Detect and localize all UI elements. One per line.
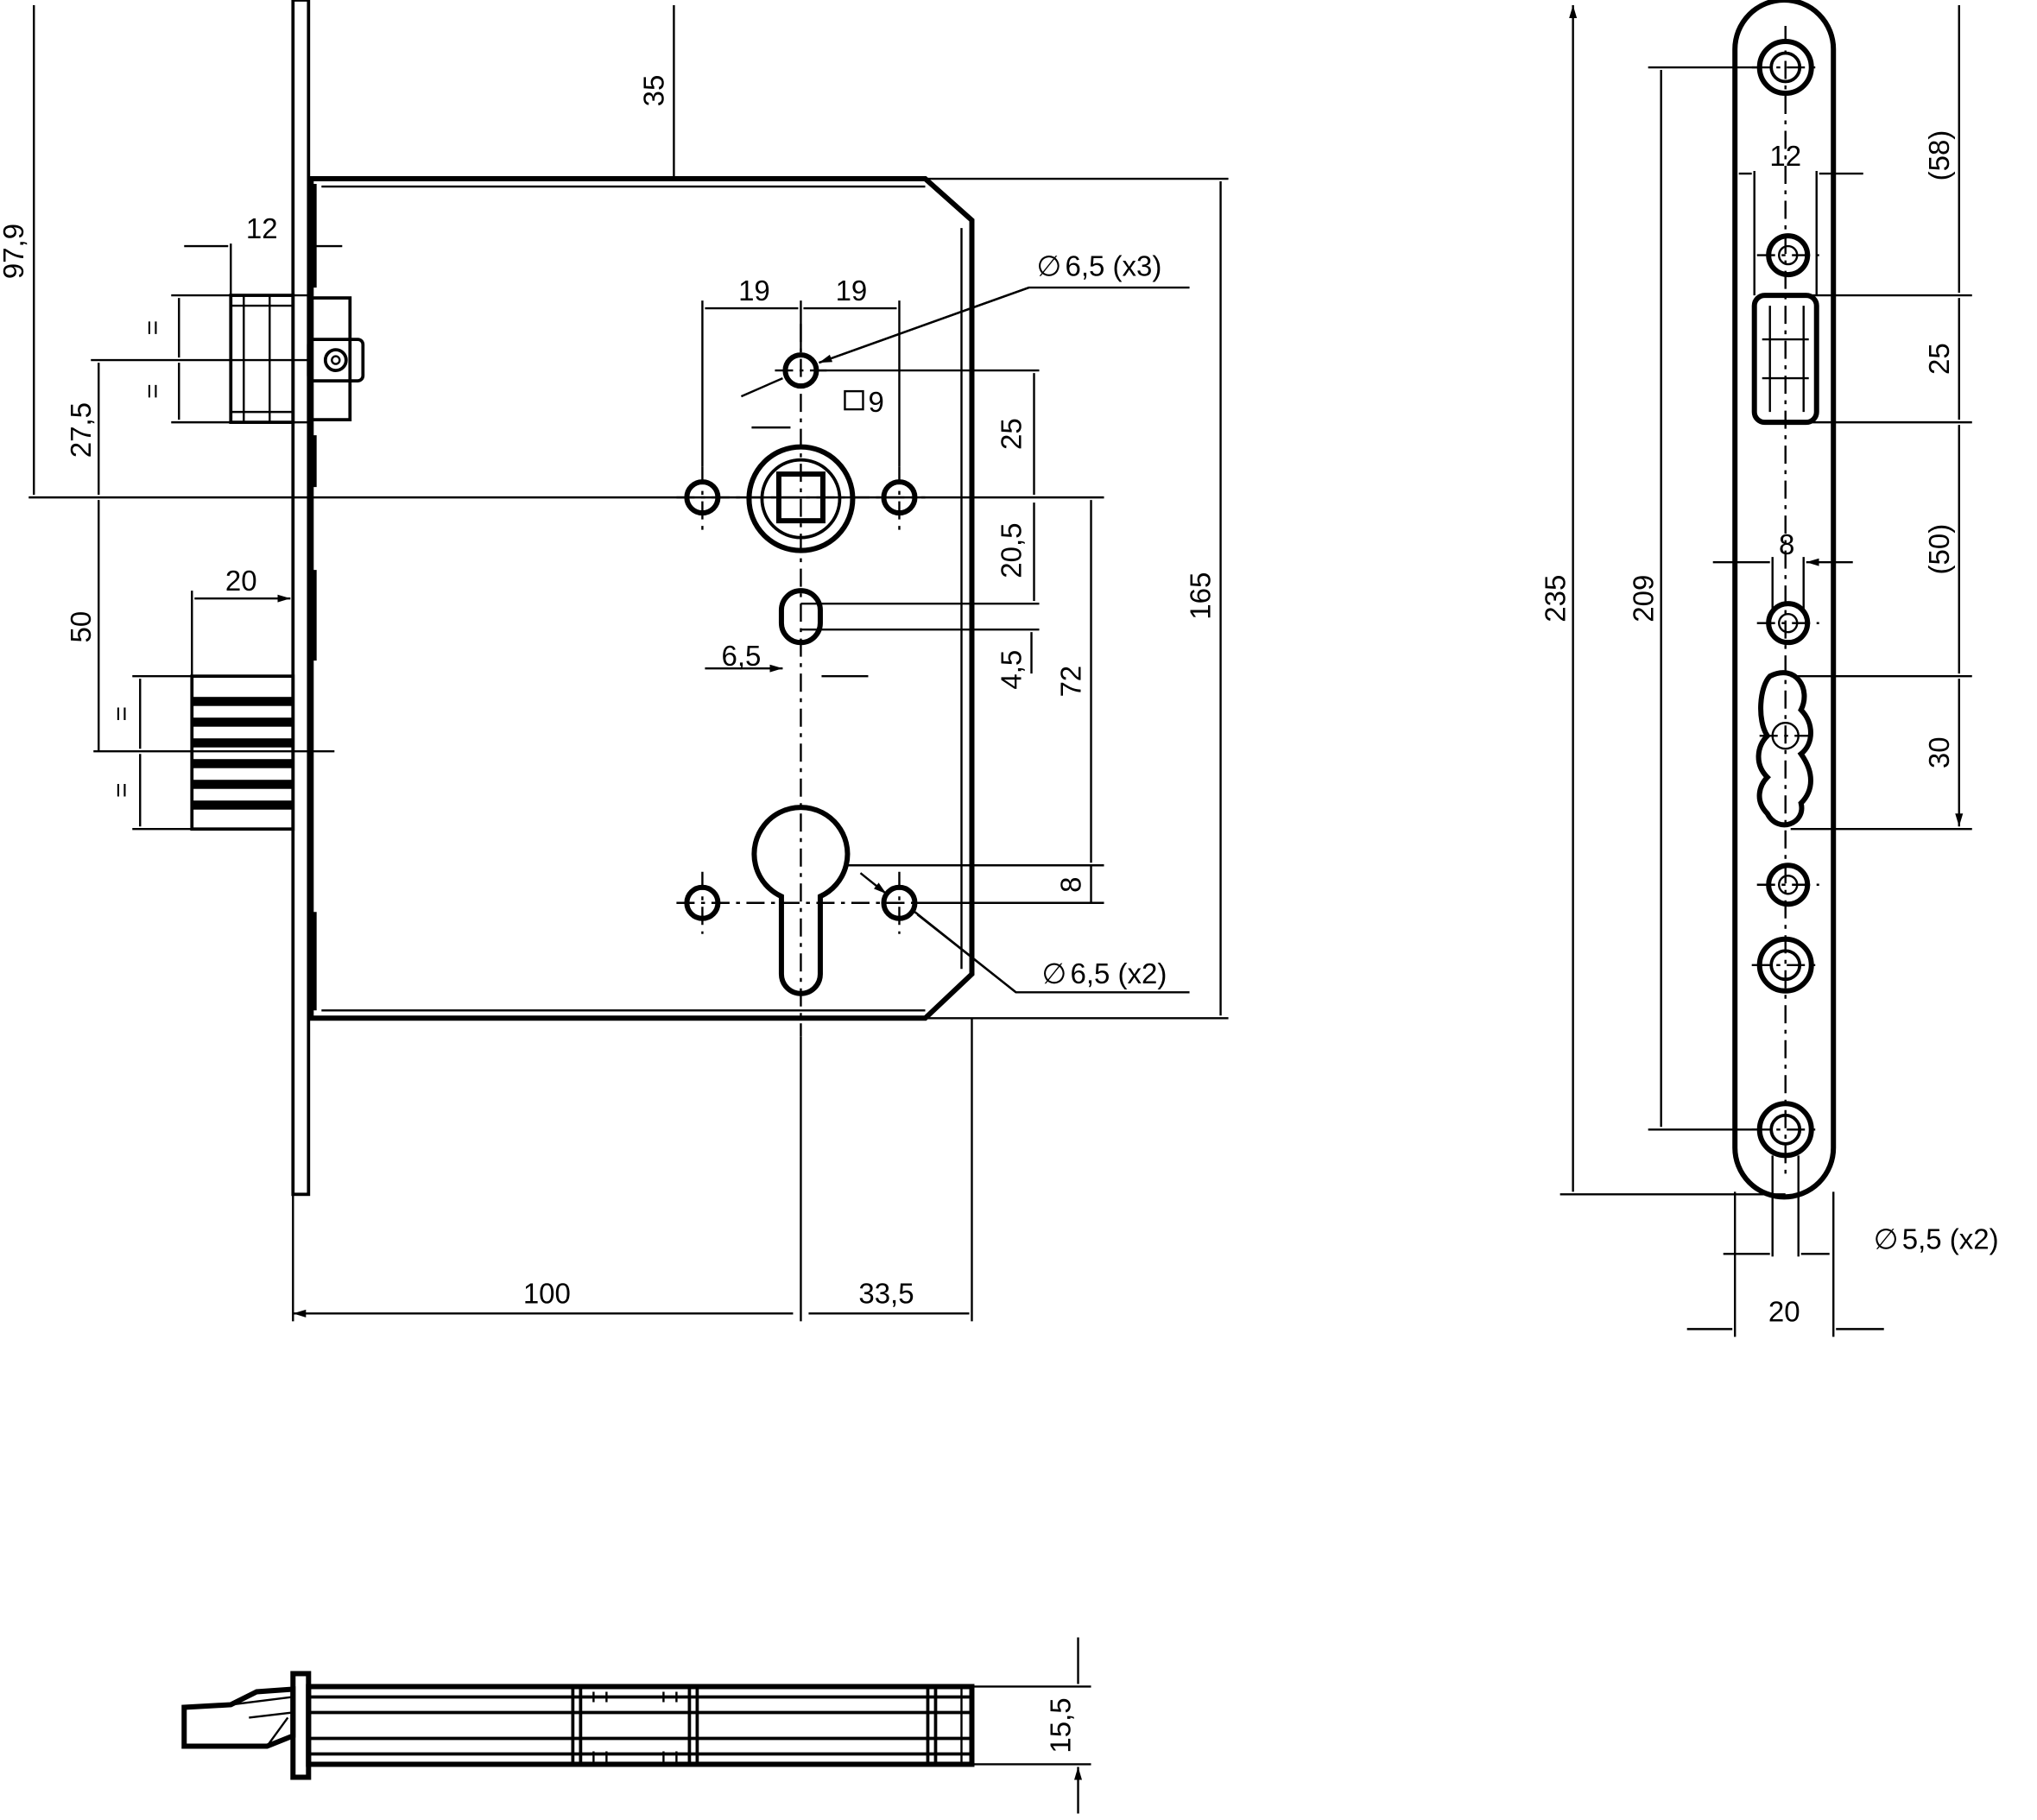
dim-latch-eq-a: =: [138, 320, 167, 336]
diameter-symbol-top: ∅: [1037, 250, 1062, 282]
side-view: 15,5: [181, 1637, 1091, 1814]
faceplate-view: 235 209 12 25 (58) (50) 8 30 20 ∅ 5,5 (x…: [1540, 0, 1999, 1337]
side-latch: [181, 1686, 296, 1749]
dim-100: 100: [523, 1277, 571, 1309]
dim-33-5: 33,5: [858, 1277, 914, 1309]
lock-case: [308, 176, 975, 1021]
faceplate: [1732, 0, 1837, 1200]
dim-fp-30: 30: [1923, 736, 1955, 768]
front-view: 100 33,5 35 97,9 165 12 = = 27,5 20 50 =…: [0, 0, 1229, 1321]
dim-27-5: 27,5: [65, 402, 97, 458]
dim-19-left: 19: [738, 275, 770, 306]
dim-35: 35: [637, 75, 669, 107]
diameter-symbol-bottom: ∅: [1042, 957, 1067, 989]
dim-bolt-eq-b: =: [107, 782, 136, 798]
diameter-symbol-fp: ∅: [1874, 1223, 1899, 1254]
dim-bolt-eq-a: =: [107, 706, 136, 722]
latch-bolt: [229, 294, 365, 424]
dim-fp-8: 8: [1779, 528, 1794, 560]
side-case: [306, 1684, 975, 1767]
dim-holes-bottom: 6,5 (x2): [1071, 957, 1167, 989]
dim-fp-50: (50): [1923, 524, 1955, 575]
forend-plate: [291, 0, 311, 1197]
dim-72: 72: [1055, 666, 1087, 698]
dim-fp-12: 12: [1769, 140, 1801, 172]
dim-25: 25: [996, 418, 1028, 450]
dim-slot-6-5: 6,5: [721, 640, 761, 672]
dim-latch-eq-b: =: [138, 383, 167, 399]
dim-19-right: 19: [836, 275, 868, 306]
cylinder-cutout: [751, 805, 851, 996]
dim-fp-holes: 5,5 (x2): [1902, 1223, 1999, 1254]
dim-165: 165: [1185, 572, 1217, 620]
dim-latch-12: 12: [246, 212, 278, 244]
dim-bolt-20: 20: [225, 565, 257, 597]
dim-97-9: 97,9: [0, 224, 29, 279]
dead-bolt: [190, 674, 295, 831]
dim-8: 8: [1055, 877, 1087, 893]
dim-235: 235: [1540, 575, 1572, 622]
dim-holes-top: 6,5 (x3): [1066, 250, 1162, 282]
dim-50: 50: [65, 611, 97, 643]
dim-fp-58: (58): [1923, 130, 1955, 181]
dim-square-9: 9: [868, 386, 883, 418]
dim-20-5: 20,5: [996, 523, 1028, 578]
dim-15-5: 15,5: [1045, 1697, 1077, 1753]
dim-209: 209: [1628, 575, 1660, 622]
dim-fp-25: 25: [1923, 343, 1955, 375]
dim-fp-20: 20: [1768, 1295, 1800, 1327]
dim-4-5: 4,5: [996, 650, 1028, 690]
